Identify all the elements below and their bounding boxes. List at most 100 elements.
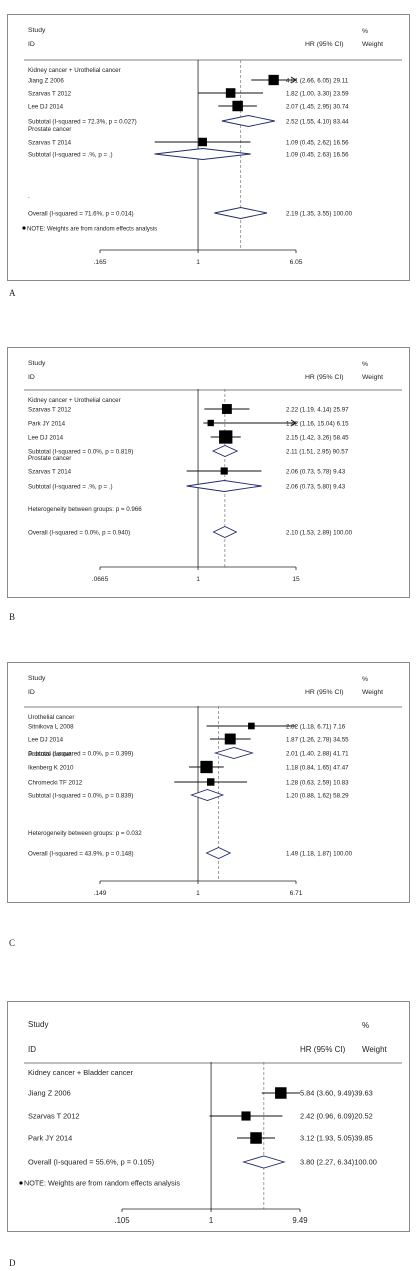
subtotal-diamond	[186, 480, 262, 492]
heterogeneity-text: Heterogeneity between groups: p = 0.966	[28, 506, 142, 513]
subtotal-diamond-estimate: 2.01 (1.40, 2.88) 41.71	[286, 751, 349, 758]
study-label: Sitnikova L 2008	[28, 724, 74, 731]
subtotal-diamond-estimate: 1.20 (0.88, 1.62) 58.29	[286, 793, 349, 800]
study-label: Park JY 2014	[28, 421, 66, 428]
header-percent: %	[362, 28, 368, 35]
subtotal-diamond-label: Subtotal (I-squared = 72.3%, p = 0.027)	[28, 119, 137, 126]
panel-label: D	[9, 1258, 16, 1268]
overall-diamond-label: Overall (I-squared = 43.9%, p = 0.148)	[28, 851, 134, 858]
overall-diamond-label: Overall (I-squared = 0.0%, p = 0.940)	[28, 530, 130, 537]
overall-diamond	[212, 526, 238, 538]
study-estimate: 2.42 (0.96, 6.09)20.52	[300, 1112, 373, 1121]
subtotal-diamond-estimate: 2.11 (1.51, 2.95) 90.57	[286, 449, 349, 456]
effect-square	[206, 778, 215, 786]
x-tick-label: 1	[209, 1216, 213, 1225]
panel-frame	[7, 347, 410, 598]
overall-diamond	[241, 1155, 286, 1169]
study-label: Park JY 2014	[28, 1134, 72, 1143]
x-tick-label: 9.49	[292, 1216, 307, 1225]
study-estimate: 1.09 (0.45, 2.62) 16.56	[286, 140, 349, 147]
subgroup-title: Kidney cancer + Urothelial cancer	[28, 397, 121, 404]
overall-diamond-label: Overall (I-squared = 55.6%, p = 0.105)	[28, 1158, 154, 1167]
effect-square	[275, 1087, 287, 1099]
note-bullet	[19, 1181, 23, 1185]
effect-square	[250, 1132, 262, 1144]
study-estimate: 2.82 (1.18, 6.71) 7.16	[286, 724, 346, 731]
effect-square	[200, 760, 213, 774]
x-tick-label: .0665	[92, 576, 109, 583]
header-percent: %	[362, 1021, 369, 1030]
study-estimate: 2.07 (1.45, 2.95) 30.74	[286, 104, 349, 111]
study-label: Szarvas T 2012	[28, 407, 72, 414]
header-study: Study	[28, 27, 46, 34]
subtotal-diamond	[211, 445, 239, 457]
effect-square	[219, 430, 233, 444]
study-estimate: 4.01 (2.66, 6.05) 29.11	[286, 78, 349, 85]
study-estimate: 1.18 (0.84, 1.65) 47.47	[286, 765, 349, 772]
header-weight: Weight	[362, 41, 383, 48]
overall-diamond-estimate: 2.19 (1.35, 3.55) 100.00	[286, 211, 353, 218]
subgroup-title: Prostate cancer	[28, 126, 71, 133]
header-hr: HR (95% CI)	[300, 1045, 346, 1054]
x-tick-label: 6.71	[290, 890, 303, 897]
overall-diamond-estimate: 2.10 (1.53, 2.89) 100.00	[286, 530, 353, 537]
study-label: Chromecki TF 2012	[28, 780, 83, 787]
x-tick-label: 1	[196, 576, 200, 583]
overall-diamond	[205, 847, 232, 859]
ci-arrow	[290, 76, 297, 84]
x-tick-label: 15	[292, 576, 300, 583]
study-estimate: 1.42 (1.16, 15.04) 6.15	[286, 421, 349, 428]
study-estimate: 1.28 (0.63, 2.59) 10.83	[286, 780, 349, 787]
x-tick-label: 6.05	[290, 259, 303, 266]
panel-label: B	[9, 612, 15, 622]
subtotal-diamond-estimate: 2.06 (0.73, 5.80) 9.43	[286, 484, 346, 491]
effect-square	[207, 419, 214, 427]
subgroup-title: Kidney cancer + Bladder cancer	[28, 1068, 134, 1077]
subtotal-diamond-label: Subtotal (I-squared = .%, p = .)	[28, 484, 113, 491]
subgroup-title: Prostate cancer	[28, 751, 71, 758]
effect-square	[224, 733, 236, 745]
study-label: Szarvas T 2014	[28, 140, 72, 147]
subtotal-diamond-label: Subtotal (I-squared = 0.0%, p = 0.399)	[28, 751, 133, 758]
study-estimate: 2.22 (1.19, 4.14) 25.97	[286, 407, 349, 414]
header-hr: HR (95% CI)	[305, 374, 344, 381]
subtotal-diamond	[221, 115, 275, 127]
note-text: NOTE: Weights are from random effects an…	[24, 1179, 180, 1188]
header-id: ID	[28, 689, 35, 696]
header-id: ID	[28, 1045, 36, 1054]
note-bullet	[22, 226, 26, 230]
study-label: Szarvas T 2014	[28, 469, 72, 476]
effect-square	[268, 74, 279, 86]
subtotal-diamond-estimate: 1.09 (0.45, 2.63) 16.56	[286, 152, 349, 159]
effect-square	[241, 1111, 251, 1121]
study-estimate: 1.87 (1.26, 2.78) 34.55	[286, 737, 349, 744]
subgroup-title: Prostate cancer	[28, 455, 71, 462]
subtotal-diamond-label: Subtotal (I-squared = .%, p = .)	[28, 152, 113, 159]
effect-square	[232, 100, 243, 112]
overall-diamond-estimate: 1.49 (1.18, 1.87) 100.00	[286, 851, 353, 858]
study-estimate: 2.06 (0.73, 5.78) 9.43	[286, 469, 346, 476]
study-label: Jiang Z 2006	[28, 78, 64, 85]
study-label: Szarvas T 2012	[28, 1112, 80, 1121]
subtotal-diamond	[154, 148, 251, 160]
subtotal-diamond	[213, 747, 255, 759]
effect-square	[220, 467, 228, 475]
x-tick-label: 1	[196, 259, 200, 266]
subtotal-diamond-label: Subtotal (I-squared = 0.0%, p = 0.819)	[28, 449, 133, 456]
header-id: ID	[28, 41, 35, 48]
study-estimate: 1.82 (1.00, 3.30) 23.59	[286, 91, 349, 98]
header-study: Study	[28, 675, 46, 682]
header-hr: HR (95% CI)	[305, 689, 344, 696]
panel-label: A	[9, 288, 16, 298]
heterogeneity-text: Heterogeneity between groups: p = 0.032	[28, 830, 142, 837]
subtotal-diamond-label: Subtotal (I-squared = 0.0%, p = 0.839)	[28, 793, 133, 800]
study-label: Lee DJ 2014	[28, 104, 64, 111]
study-label: Lee DJ 2014	[28, 737, 64, 744]
header-study: Study	[28, 360, 46, 367]
ci-arrow	[290, 419, 297, 427]
